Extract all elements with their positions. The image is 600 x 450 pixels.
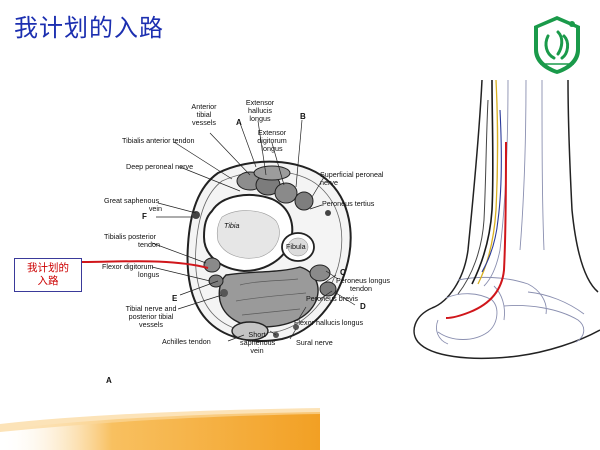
letter-c: C xyxy=(340,268,346,277)
label-flexor-hallucis-longus: Flexor hallucis longus xyxy=(294,318,364,327)
label-tibial-nerve-vessels: Tibial nerve and posterior tibial vessel… xyxy=(125,304,177,329)
letter-d: D xyxy=(360,302,366,311)
institution-logo xyxy=(534,16,580,74)
label-peroneus-brevis: Peroneus brevis xyxy=(306,294,358,303)
slide-title: 我计划的入路 xyxy=(14,14,164,42)
label-fibula: Fibula xyxy=(286,242,306,251)
letter-b: B xyxy=(300,112,306,121)
label-anterior-tibial-vessels: Anterior tibial vessels xyxy=(191,102,217,127)
panel-label: A xyxy=(106,376,112,385)
decorative-stripe xyxy=(0,408,320,450)
label-superficial-peroneal-nerve: Superficial peroneal nerve xyxy=(320,170,384,187)
ankle-line-drawing xyxy=(413,80,600,360)
letter-a: A xyxy=(236,118,242,127)
label-peroneus-longus-tendon: Peroneus longus tendon xyxy=(336,276,390,293)
label-deep-peroneal-nerve: Deep peroneal nerve xyxy=(126,162,194,171)
planned-approach-callout: 我计划的 入路 xyxy=(14,258,82,292)
label-tibialis-posterior-tendon: Tibialis posterior tendon xyxy=(104,232,160,249)
label-achilles-tendon: Achilles tendon xyxy=(162,337,211,346)
ankle-cross-section-figure: Anterior tibial vessels Extensor halluci… xyxy=(100,95,412,393)
label-extensor-digitorum-longus: Extensor digitorum longus xyxy=(257,128,287,153)
label-flexor-digitorum-longus: Flexor digitorum longus xyxy=(102,262,160,279)
label-short-saphenous-vein: Short saphenous vein xyxy=(240,330,276,355)
label-extensor-hallucis-longus: Extensor hallucis longus xyxy=(245,98,275,123)
label-great-saphenous-vein: Great saphenous vein xyxy=(104,196,162,213)
label-peroneus-tertius: Peroneus tertius xyxy=(322,199,375,208)
letter-f: F xyxy=(142,212,147,221)
label-tibia: Tibia xyxy=(224,221,240,230)
label-tibialis-anterior-tendon: Tibialis anterior tendon xyxy=(122,136,195,145)
letter-e: E xyxy=(172,294,178,303)
label-sural-nerve: Sural nerve xyxy=(296,338,333,347)
cross-section-drawing xyxy=(151,119,356,342)
